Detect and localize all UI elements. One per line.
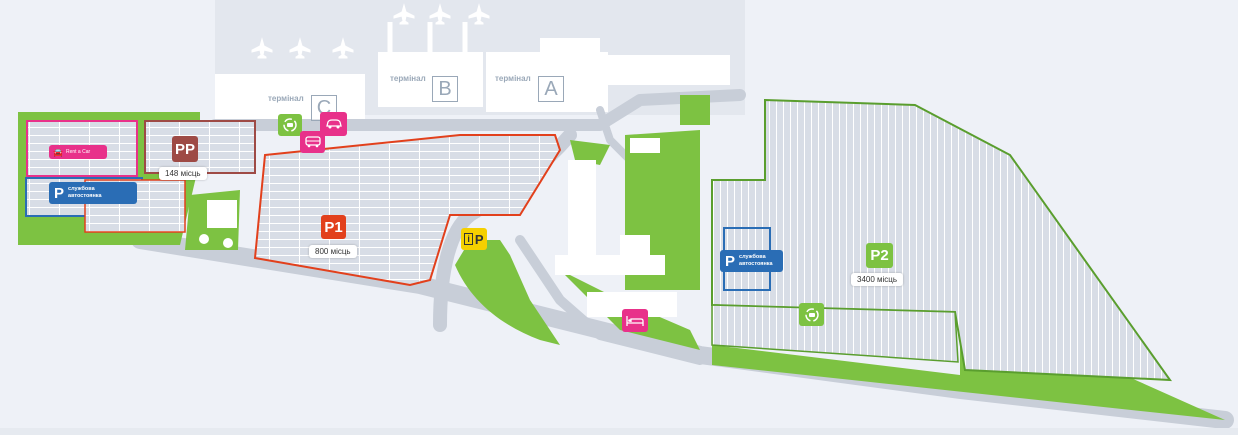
p2-badge[interactable]: P2 (866, 243, 893, 268)
terminal-c-label: термінал (268, 94, 304, 103)
terminal-a-label: термінал (495, 74, 531, 83)
shuttle-icon[interactable] (278, 114, 302, 136)
p1-badge[interactable]: P1 (321, 215, 346, 239)
p1-capacity: 800 місць (309, 245, 357, 258)
p2-parking-lot (711, 98, 1173, 382)
terminal-b-label: термінал (390, 74, 426, 83)
info-icon: i (464, 233, 473, 245)
car-icon: 🚘 (53, 147, 63, 157)
parking-icon: P (54, 184, 65, 202)
service-parking-right-badge[interactable]: P службова автостоянка (720, 250, 783, 272)
central-buildings (199, 138, 677, 317)
airplanes (251, 3, 490, 59)
info-parking-badge[interactable]: i P (461, 228, 487, 250)
info-parking-p: P (474, 231, 484, 247)
service-parking-left-badge[interactable]: P службова автостоянка (49, 182, 137, 204)
bus-icon[interactable] (300, 131, 325, 153)
rent-a-car-badge[interactable]: 🚘 Rent a Car (49, 145, 107, 159)
pp-parking-lot (144, 120, 256, 174)
p1-parking-lot (253, 134, 562, 287)
hotel-bed-icon[interactable] (622, 309, 648, 332)
p2-capacity: 3400 місць (851, 273, 904, 286)
terminal-b-letter[interactable]: B (432, 76, 458, 102)
terminal-a-letter[interactable]: A (538, 76, 564, 102)
rent-a-car-label: Rent a Car (65, 149, 91, 155)
ground-edge (0, 428, 1238, 435)
pp-badge[interactable]: PP (172, 136, 198, 162)
service-parking-left-text: службова автостоянка (68, 186, 102, 199)
pp-capacity: 148 місць (159, 167, 207, 180)
p2-lower-lot (711, 304, 959, 363)
service-parking-right-text: службова автостоянка (739, 254, 773, 267)
shuttle-icon[interactable] (799, 303, 824, 326)
parking-icon: P (725, 252, 736, 270)
terminal-buildings (215, 38, 730, 124)
